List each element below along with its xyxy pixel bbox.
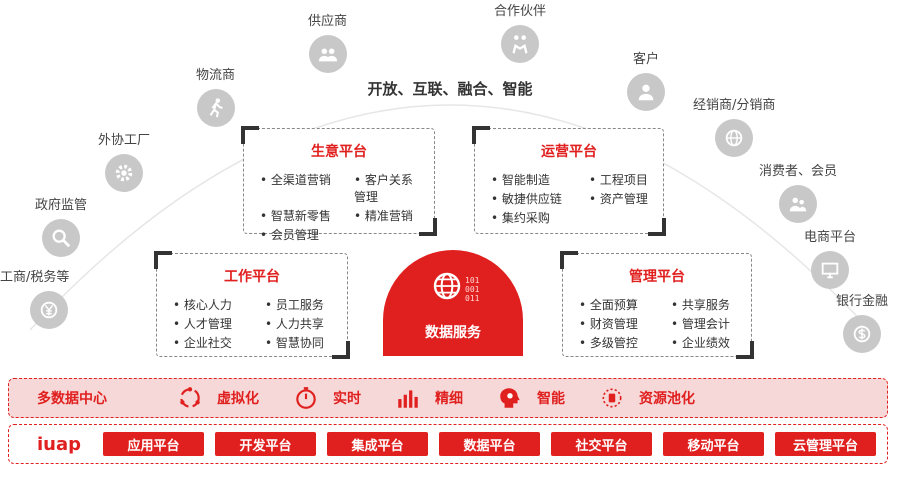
- box-item: 财资管理: [579, 315, 667, 332]
- bars-icon: [398, 390, 418, 408]
- box-item: 智能制造: [491, 171, 585, 188]
- feature-intelligent: 智能: [497, 385, 565, 411]
- box-item: 全面预算: [579, 296, 667, 313]
- handshake-icon: [501, 25, 539, 63]
- platform-mobile[interactable]: 移动平台: [663, 432, 764, 456]
- refresh-icon: [180, 387, 200, 408]
- platform-integration[interactable]: 集成平台: [327, 432, 428, 456]
- feature-label: 精细: [435, 391, 463, 407]
- headline: 开放、互联、融合、智能: [367, 80, 533, 98]
- feature-label: 实时: [333, 391, 361, 407]
- partner-label: 电商平台: [804, 230, 857, 245]
- platform-development[interactable]: 开发平台: [215, 432, 316, 456]
- box-item: 核心人力: [173, 296, 261, 313]
- box-item: 客户关系管理: [354, 171, 422, 205]
- business-platform-box: 生意平台 全渠道营销 客户关系管理 智慧新零售 精准营销 会员管理: [241, 126, 437, 242]
- box-item: 人力共享: [265, 315, 335, 332]
- box-item: 集约采购: [491, 209, 585, 226]
- box-item: 全渠道营销: [260, 171, 350, 205]
- platform-social[interactable]: 社交平台: [551, 432, 652, 456]
- partner-factory: 外协工厂: [98, 129, 150, 192]
- box-item: 人才管理: [173, 315, 261, 332]
- partner-label: 物流商: [196, 68, 236, 83]
- partner-bank: 银行金融: [836, 290, 888, 353]
- partner-label: 客户: [632, 52, 659, 67]
- feature-label: 资源池化: [639, 391, 695, 407]
- platform-data[interactable]: 数据平台: [439, 432, 540, 456]
- partner-label: 合作伙伴: [494, 4, 547, 19]
- platform-application[interactable]: 应用平台: [103, 432, 204, 456]
- box-item: 敏捷供应链: [491, 190, 585, 207]
- partner-label: 工商/税务等: [0, 270, 70, 285]
- feature-label: 智能: [537, 391, 565, 407]
- box-item: 企业社交: [173, 334, 261, 351]
- monitor-icon: [811, 251, 849, 289]
- platform-cloud-management[interactable]: 云管理平台: [775, 432, 876, 456]
- users-icon: [627, 73, 665, 111]
- box-title: 生意平台: [311, 144, 367, 160]
- partner-label: 经销商/分销商: [693, 98, 776, 113]
- feature-pooling: 资源池化: [599, 385, 695, 411]
- partner-logistics: 物流商: [196, 64, 235, 127]
- yen-icon: [30, 291, 68, 329]
- operation-platform-box: 运营平台 智能制造 工程项目 敏捷供应链 资产管理 集约采购: [472, 126, 666, 236]
- box-title: 运营平台: [541, 144, 597, 160]
- box-item: 资产管理: [589, 190, 651, 207]
- box-item: 员工服务: [265, 296, 335, 313]
- box-item: 智慧协同: [265, 334, 335, 351]
- feature-label: 虚拟化: [217, 391, 259, 407]
- work-platform-box: 工作平台 核心人力 员工服务 人才管理 人力共享 企业社交 智慧协同: [154, 251, 350, 359]
- data-service-label: 数据服务: [425, 325, 481, 341]
- box-title: 管理平台: [629, 269, 685, 285]
- feature-virtualization: 虚拟化: [177, 385, 259, 411]
- box-item: 共享服务: [671, 296, 739, 313]
- group-icon: [308, 35, 347, 73]
- box-item: 管理会计: [671, 315, 739, 332]
- stopwatch-icon: [296, 387, 316, 409]
- magnifier-icon: [42, 219, 80, 257]
- feature-fine: 精细: [395, 385, 463, 411]
- partner-government: 政府监管: [35, 194, 87, 257]
- feature-realtime: 实时: [293, 385, 361, 411]
- box-item: 企业绩效: [671, 334, 739, 351]
- partner-customer: 客户: [627, 48, 665, 111]
- iuap-row: iuap 应用平台 开发平台 集成平台 数据平台 社交平台 移动平台 云管理平台: [8, 424, 888, 464]
- box-title: 工作平台: [224, 269, 280, 285]
- globe-icon: [433, 272, 461, 300]
- brain-icon: [500, 388, 520, 408]
- band-first-label: 多数据中心: [37, 391, 107, 407]
- globe-icon: [715, 119, 754, 157]
- box-item: 工程项目: [589, 171, 651, 188]
- box-item: 智慧新零售: [260, 207, 350, 224]
- dollar-icon: [843, 315, 881, 353]
- partner-label: 银行金融: [836, 294, 889, 309]
- data-service-dome: 101 001 011 数据服务: [383, 250, 523, 356]
- partner-cooperation: 合作伙伴: [494, 0, 546, 63]
- runner-icon: [196, 89, 235, 127]
- binary-bits: 101 001 011: [465, 276, 480, 303]
- box-item: 精准营销: [354, 207, 422, 224]
- partner-label: 外协工厂: [98, 133, 151, 148]
- box-item: 会员管理: [260, 226, 350, 243]
- partner-supplier: 供应商: [308, 10, 347, 73]
- partner-tax: 工商/税务等: [0, 266, 69, 329]
- management-platform-box: 管理平台 全面预算 共享服务 财资管理 管理会计 多级管控 企业绩效: [560, 251, 754, 359]
- capability-band: 多数据中心 虚拟化 实时 精细 智能 资源池化: [8, 378, 888, 418]
- partner-label: 消费者、会员: [759, 164, 838, 179]
- gear-icon: [105, 154, 143, 192]
- partner-dealer: 经销商/分销商: [693, 94, 775, 157]
- partner-ecommerce: 电商平台: [804, 226, 856, 289]
- pool-icon: [602, 388, 622, 408]
- partner-label: 供应商: [308, 14, 348, 29]
- people-icon: [779, 185, 817, 223]
- iuap-brand: iuap: [37, 433, 82, 455]
- partner-label: 政府监管: [35, 198, 88, 213]
- partner-consumer: 消费者、会员: [759, 160, 837, 223]
- box-item: 多级管控: [579, 334, 667, 351]
